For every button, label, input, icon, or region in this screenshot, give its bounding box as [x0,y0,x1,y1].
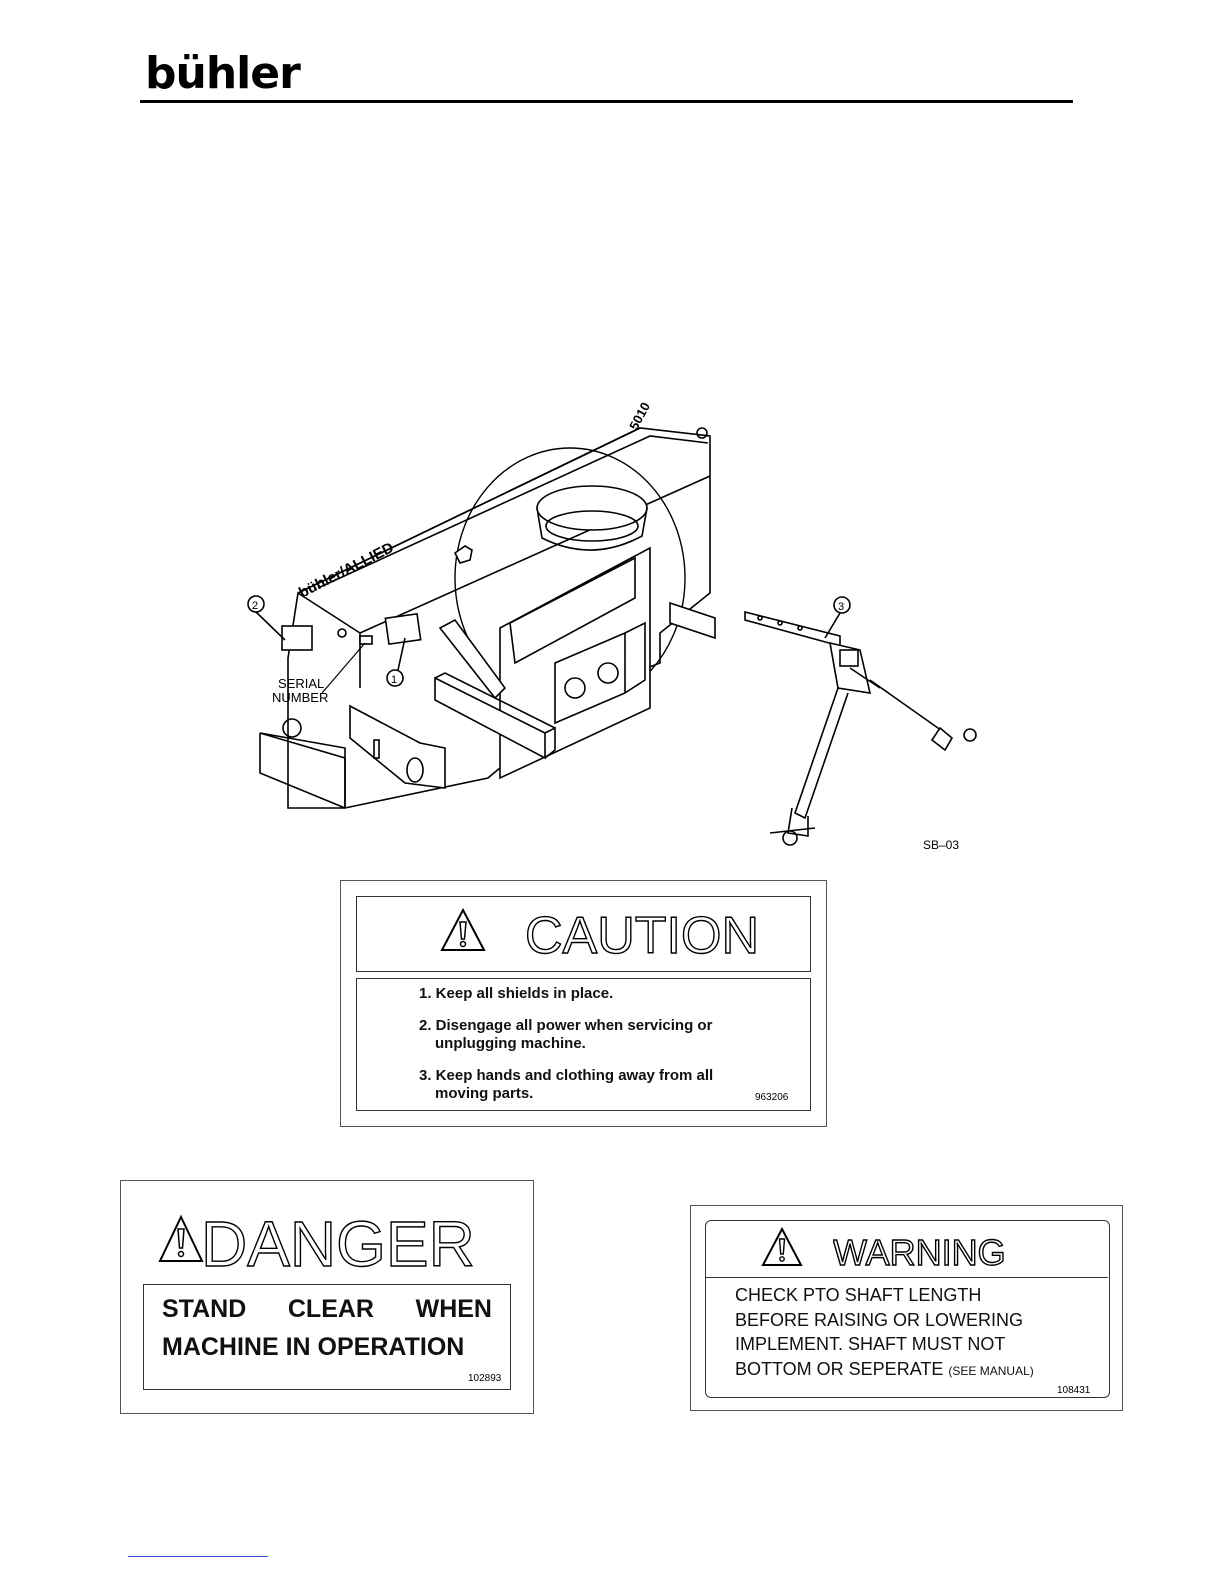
danger-line-2: MACHINE IN OPERATION [162,1333,465,1361]
hitch-assembly [744,610,977,846]
warning-line-2: BEFORE RAISING OR LOWERING [735,1309,1024,1330]
caution-part-number: 963206 [755,1092,789,1103]
danger-word-when: WHEN [415,1295,492,1323]
model-number: 5010 [626,400,653,433]
buhler-logo: bühler [145,48,301,99]
warning-line-4: BOTTOM OR SEPERATE (SEE MANUAL) [735,1358,1034,1379]
callout-1: 1 [386,637,406,687]
caution-title-frame: CAUTION [356,896,811,972]
warning-line-1: CHECK PTO SHAFT LENGTH [735,1285,982,1305]
warning-part-number: 108431 [1057,1385,1091,1396]
danger-decal: DANGER STAND CLEAR WHEN MACHINE IN OPERA… [120,1180,534,1414]
caution-item-3-line1: 3. Keep hands and clothing away from all [419,1067,714,1084]
snowblower-drawing: 5010 bühler/ALLIED 2 1 SERIAL NUMBER 3 S [247,400,977,852]
danger-triangle-icon [158,1214,204,1262]
caution-decal: CAUTION 1. Keep all shields in place. 2.… [340,880,827,1127]
caution-item-3-line2: moving parts. [435,1085,534,1102]
svg-text:3: 3 [838,601,844,613]
header-rule [140,100,1073,103]
caution-title: CAUTION [525,907,759,963]
warning-line-3: IMPLEMENT. SHAFT MUST NOT [735,1334,1006,1354]
warning-title: WARNING [833,1232,1006,1272]
danger-line-1: STAND CLEAR WHEN [162,1295,492,1324]
serial-label-line1: SERIAL [278,676,324,691]
warning-triangle-icon [761,1226,803,1266]
caution-item-1: 1. Keep all shields in place. [419,985,614,1002]
figure-code: SB–03 [923,838,959,852]
svg-text:1: 1 [391,674,397,686]
caution-item-2-line1: 2. Disengage all power when servicing or [419,1017,713,1034]
danger-title: DANGER [201,1209,475,1273]
danger-body-frame: STAND CLEAR WHEN MACHINE IN OPERATION 10… [143,1284,511,1390]
caution-body-frame: 1. Keep all shields in place. 2. Disenga… [356,978,811,1111]
warning-title-frame: WARNING [705,1220,1108,1278]
svg-text:2: 2 [252,600,258,612]
blower-housing [259,427,716,809]
caution-triangle-icon [440,907,486,951]
warning-outer-frame [705,1220,1110,1398]
warning-see-manual: (SEE MANUAL) [948,1363,1034,1378]
warning-decal: WARNING CHECK PTO SHAFT LENGTH BEFORE RA… [690,1205,1123,1411]
danger-word-clear: CLEAR [287,1295,374,1323]
danger-part-number: 102893 [468,1373,502,1384]
danger-word-stand: STAND [162,1295,247,1323]
callout-3: 3 [824,596,851,639]
serial-label-line2: NUMBER [272,690,328,705]
callout-2: 2 [247,595,286,641]
caution-item-2-line2: unplugging machine. [435,1035,586,1052]
footer-link-rule [128,1556,268,1557]
warning-body: CHECK PTO SHAFT LENGTH BEFORE RAISING OR… [735,1283,1034,1383]
